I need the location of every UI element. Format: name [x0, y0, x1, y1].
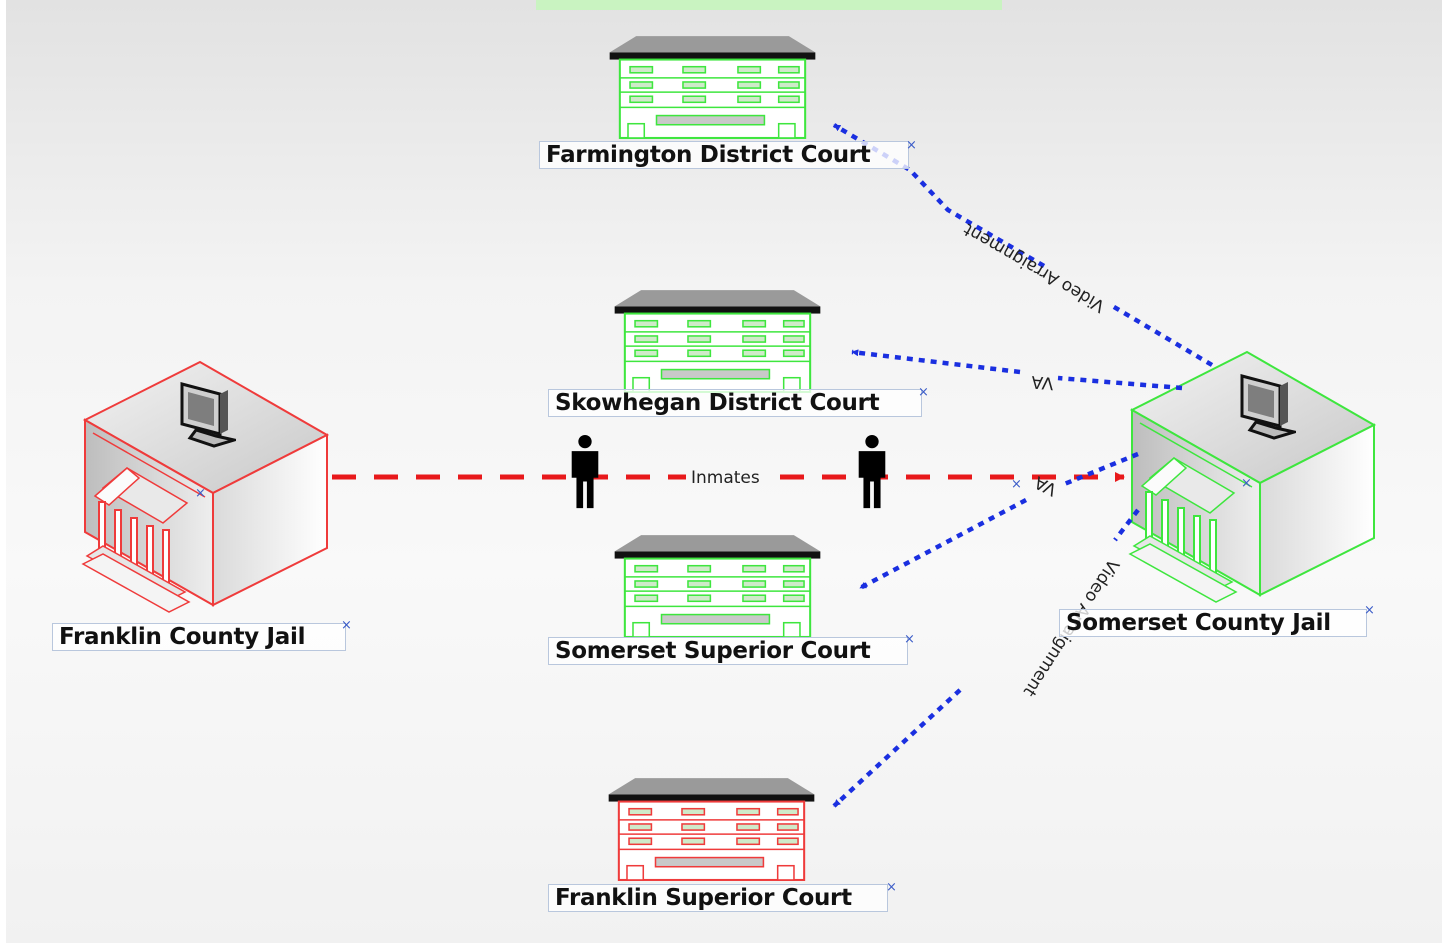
va-somerset-superior-connector[interactable]: VA — [860, 451, 1139, 588]
close-icon[interactable]: × — [886, 880, 897, 895]
node-label-text: Somerset Superior Court — [555, 638, 871, 664]
person-icon — [858, 434, 886, 509]
node-label-text: Franklin County Jail — [59, 624, 306, 650]
anchor-marker: × — [195, 486, 206, 501]
va-label: VA — [1030, 371, 1054, 393]
node-label-text: Somerset County Jail — [1066, 610, 1331, 636]
person-icon — [571, 434, 599, 509]
close-icon[interactable]: × — [918, 385, 929, 400]
farmington-court-building[interactable] — [608, 35, 817, 139]
top-tab[interactable] — [536, 0, 1002, 10]
close-icon[interactable]: × — [906, 138, 917, 153]
franklin-superior-court-label[interactable]: Franklin Superior Court — [548, 884, 888, 912]
farmington-court-label[interactable]: Farmington District Court — [539, 141, 909, 169]
node-label-text: Farmington District Court — [546, 142, 871, 168]
franklin-jail-label[interactable]: Franklin County Jail — [52, 623, 346, 651]
left-edge — [0, 0, 6, 943]
anchor-marker: × — [1011, 477, 1022, 492]
close-icon[interactable]: × — [341, 618, 352, 633]
skowhegan-court-label[interactable]: Skowhegan District Court — [548, 389, 922, 417]
inmates-label: Inmates — [691, 468, 760, 488]
somerset-jail-label[interactable]: Somerset County Jail — [1059, 609, 1367, 637]
skowhegan-court-building[interactable] — [613, 289, 822, 393]
franklin-superior-court-building[interactable] — [607, 777, 816, 881]
close-icon[interactable]: × — [904, 632, 915, 647]
video-arraignment-label: Video Arraignment — [960, 219, 1108, 316]
node-label-text: Skowhegan District Court — [555, 390, 880, 416]
node-label-text: Franklin Superior Court — [555, 885, 852, 911]
somerset-superior-court-building[interactable] — [613, 534, 822, 638]
inmates-connector[interactable]: Inmates — [332, 468, 1125, 488]
va-skowhegan-connector[interactable]: VA — [852, 352, 1183, 393]
close-icon[interactable]: × — [1364, 603, 1375, 618]
anchor-marker: × — [1241, 476, 1252, 491]
right-edge — [1442, 0, 1448, 943]
somerset-superior-court-label[interactable]: Somerset Superior Court — [548, 637, 908, 665]
